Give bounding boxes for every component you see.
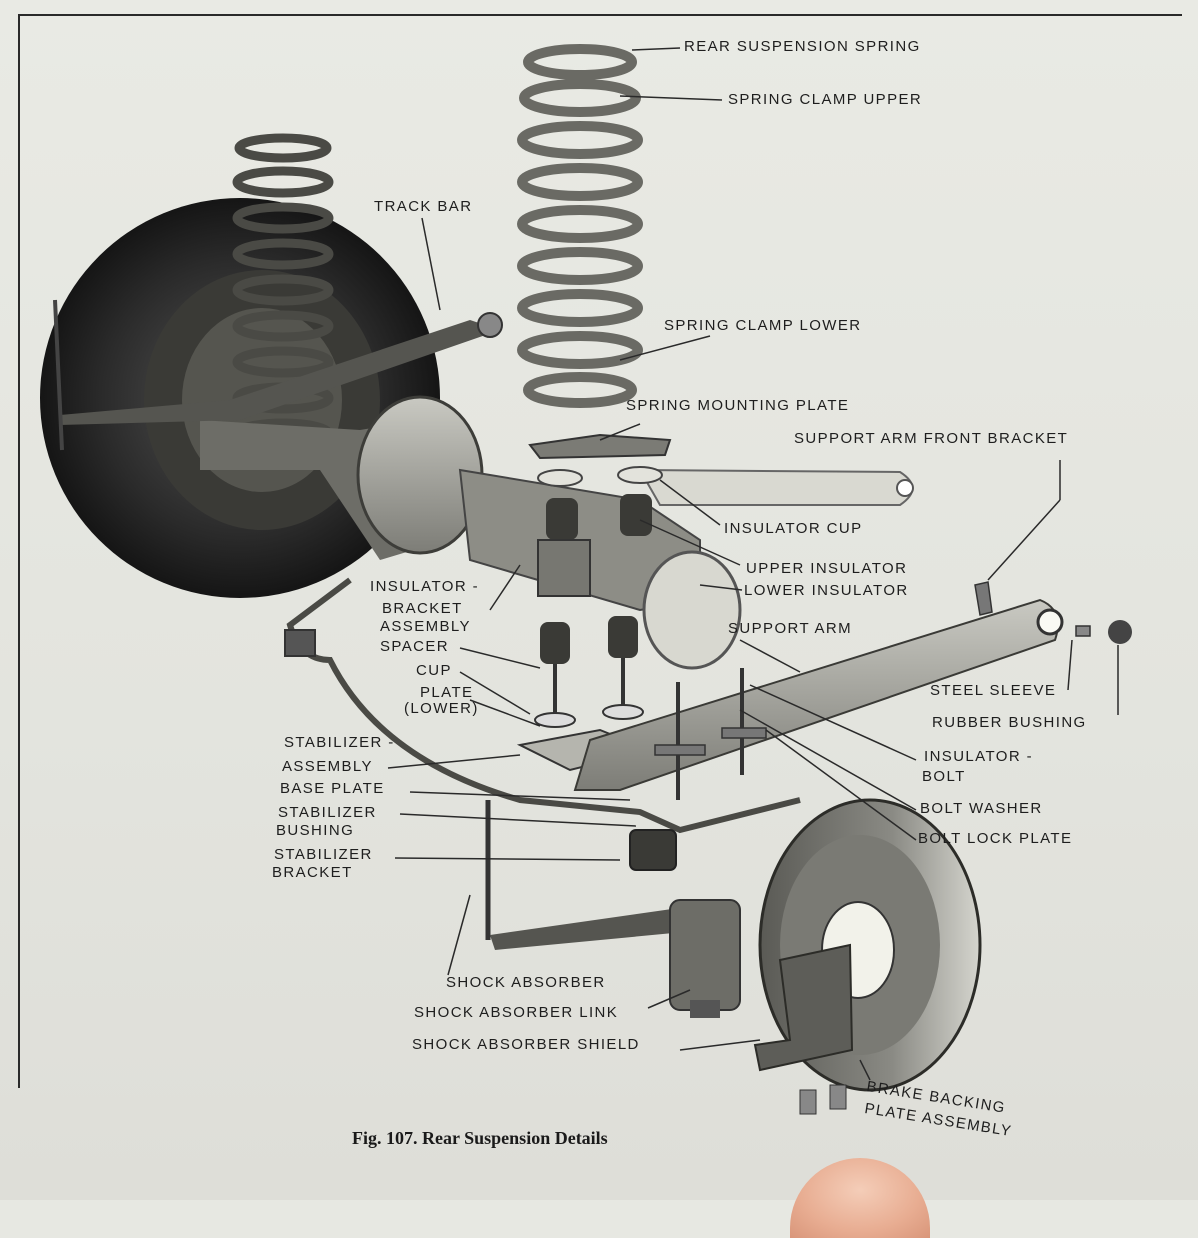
rear-suspension-spring: [517, 44, 643, 408]
track-bar: [53, 299, 503, 451]
label-stabilizer-bracket-1: STABILIZER: [274, 846, 373, 863]
label-shock-absorber-shield: SHOCK ABSORBER SHIELD: [412, 1036, 640, 1053]
label-insulator-bolt-2: BOLT: [922, 768, 966, 785]
label-plate-lower-1: PLATE: [420, 684, 474, 701]
label-insulator-bracket-3: ASSEMBLY: [380, 618, 471, 635]
label-base-plate: BASE PLATE: [280, 780, 385, 797]
label-insulator-bracket-1: INSULATOR -: [370, 578, 480, 595]
figure-caption: Fig. 107. Rear Suspension Details: [352, 1128, 608, 1148]
label-plate-lower-2: (LOWER): [404, 700, 479, 717]
label-insulator-bolt-1: INSULATOR -: [924, 748, 1034, 765]
label-rubber-bushing: RUBBER BUSHING: [932, 714, 1087, 731]
label-shock-absorber-link: SHOCK ABSORBER LINK: [414, 1004, 619, 1021]
label-bolt-lock-plate: BOLT LOCK PLATE: [918, 830, 1073, 847]
label-track-bar: TRACK BAR: [374, 198, 473, 215]
label-insulator-cup: INSULATOR CUP: [724, 520, 863, 537]
brake-backing-plate: [753, 798, 982, 1115]
label-shock-absorber: SHOCK ABSORBER: [446, 974, 606, 991]
label-support-arm: SUPPORT ARM: [728, 620, 853, 637]
label-cup: CUP: [416, 662, 452, 679]
label-steel-sleeve: STEEL SLEEVE: [930, 682, 1057, 699]
exploded-suspension-illustration: [40, 44, 1132, 1115]
upper-support-arm: [638, 468, 914, 506]
label-spacer: SPACER: [380, 638, 449, 655]
leader-lines: [387, 47, 1119, 1081]
label-spring-clamp-lower: SPRING CLAMP LOWER: [664, 317, 862, 334]
label-bolt-washer: BOLT WASHER: [920, 800, 1043, 817]
support-arm: [573, 581, 1132, 800]
stabilizer-bar: [284, 577, 801, 871]
label-stabilizer-assembly-1: STABILIZER -: [284, 734, 395, 751]
spring-mounting-plate: [528, 433, 672, 460]
illustration-frame: [18, 14, 1182, 1088]
label-spring-mounting-plate: SPRING MOUNTING PLATE: [626, 397, 850, 414]
label-lower-insulator: LOWER INSULATOR: [744, 582, 909, 599]
label-insulator-bracket-2: BRACKET: [382, 600, 463, 617]
label-rear-suspension-spring: REAR SUSPENSION SPRING: [684, 38, 921, 55]
shock-absorber: [485, 800, 741, 1018]
label-stabilizer-assembly-2: ASSEMBLY: [282, 758, 373, 775]
label-upper-insulator: UPPER INSULATOR: [746, 560, 908, 577]
label-support-arm-front-bracket: SUPPORT ARM FRONT BRACKET: [794, 430, 1069, 447]
label-spring-clamp-upper: SPRING CLAMP UPPER: [728, 91, 923, 108]
label-stabilizer-bushing-1: STABILIZER: [278, 804, 377, 821]
label-stabilizer-bracket-2: BRACKET: [272, 864, 353, 881]
label-stabilizer-bushing-2: BUSHING: [276, 822, 355, 839]
